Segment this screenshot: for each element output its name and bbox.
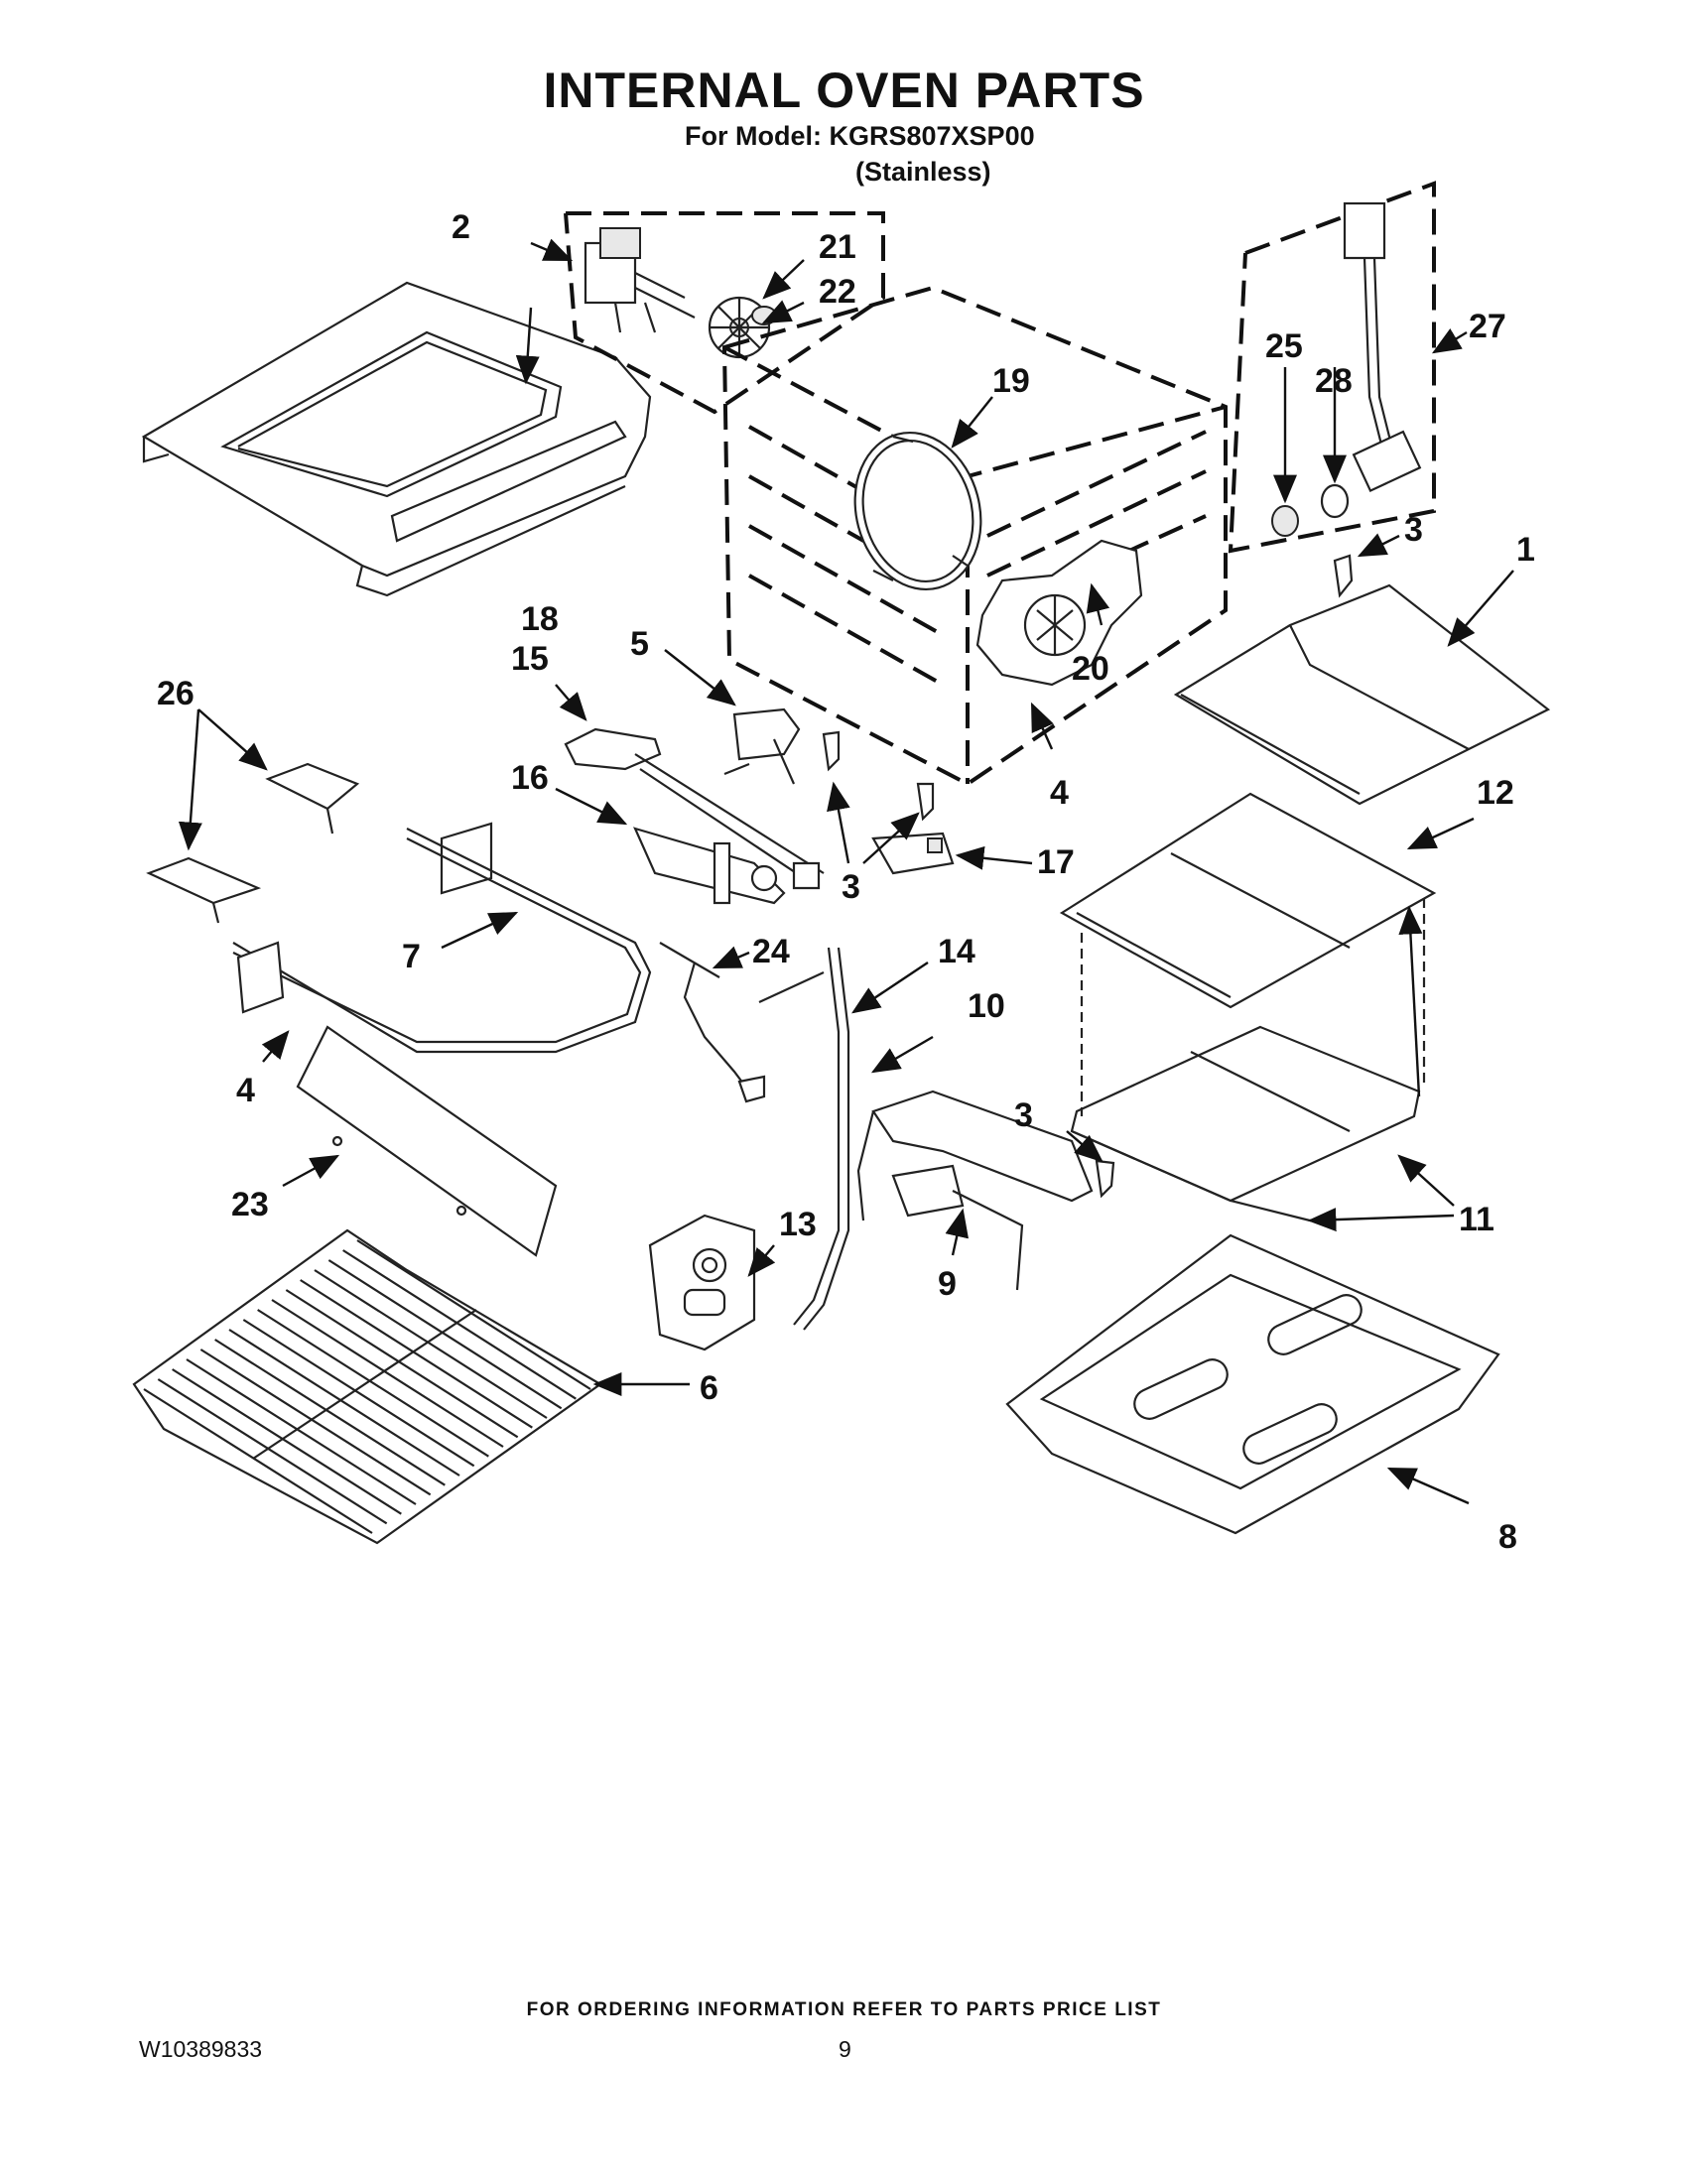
rack-wire bbox=[199, 1349, 432, 1496]
callout-18: 18 bbox=[521, 600, 559, 638]
rack-wire bbox=[356, 1239, 591, 1390]
callout-26: 22 bbox=[819, 273, 856, 311]
ordering-note: FOR ORDERING INFORMATION REFER TO PARTS … bbox=[526, 1999, 1162, 2020]
callout-11: 11 bbox=[1459, 1201, 1494, 1238]
part-21-igniter bbox=[659, 942, 766, 1103]
leader-arrows bbox=[178, 238, 1514, 1505]
part-23-clips bbox=[146, 762, 360, 924]
callout-3-c: 3 bbox=[1014, 1096, 1033, 1134]
callout-4-b: 4 bbox=[236, 1072, 255, 1109]
callout-8: 8 bbox=[1498, 1518, 1517, 1556]
callout-15: 15 bbox=[511, 640, 549, 678]
rack-wire bbox=[172, 1368, 402, 1515]
callout-12: 12 bbox=[1477, 774, 1514, 812]
callout-2: 2 bbox=[452, 208, 470, 246]
document-number: W10389833 bbox=[139, 2036, 263, 2062]
part-7-bake-element bbox=[232, 822, 652, 1054]
rack-wire bbox=[214, 1339, 446, 1486]
callout-3-a: 3 bbox=[1404, 511, 1423, 549]
part-16-broil-burner bbox=[633, 827, 786, 905]
rack-wire bbox=[314, 1269, 548, 1419]
callout-7: 7 bbox=[402, 938, 421, 975]
rack-wire bbox=[257, 1309, 489, 1458]
rack-wire bbox=[285, 1289, 519, 1439]
part-10-broil-burner bbox=[856, 1090, 1094, 1221]
callout-5: 5 bbox=[630, 625, 649, 663]
callout-17: 17 bbox=[1037, 843, 1075, 881]
callout-27: 27 bbox=[1469, 308, 1506, 345]
callout-labels: 2 21 22 19 27 25 28 3 1 18 15 5 20 26 16… bbox=[157, 208, 1535, 1556]
rack-wire bbox=[300, 1279, 533, 1429]
part-8-broiler-pan bbox=[1005, 1233, 1500, 1535]
page-title: INTERNAL OVEN PARTS bbox=[543, 63, 1145, 118]
finish-label: (Stainless) bbox=[855, 157, 991, 187]
callout-9: 9 bbox=[938, 1265, 957, 1303]
part-12-oven-bottom bbox=[1059, 792, 1437, 1009]
callout-28: 28 bbox=[1315, 362, 1353, 400]
callout-4-a: 4 bbox=[1050, 774, 1069, 812]
callout-6: 6 bbox=[700, 1369, 718, 1407]
callout-10: 10 bbox=[968, 987, 1005, 1025]
callout-20: 20 bbox=[1072, 650, 1109, 688]
rack-wire bbox=[327, 1259, 563, 1410]
part-19-convection-element bbox=[853, 431, 982, 591]
rack-wire bbox=[242, 1319, 475, 1468]
rack-crossbar bbox=[252, 1309, 477, 1460]
rack-wire bbox=[228, 1329, 460, 1477]
part-5-orifice-fitting bbox=[723, 707, 801, 785]
part-2-fan-motor-group bbox=[564, 211, 885, 415]
part-1-bottom-panel bbox=[1173, 583, 1551, 806]
part-9-burner-tube bbox=[891, 1164, 1024, 1291]
callout-3-b: 3 bbox=[842, 868, 860, 906]
callout-14: 14 bbox=[938, 933, 975, 970]
part-27-sensor-group bbox=[1228, 181, 1436, 554]
callout-19: 19 bbox=[992, 362, 1030, 400]
part-20-fan-baffle bbox=[975, 539, 1143, 687]
callout-16: 16 bbox=[511, 759, 549, 797]
callout-21: 24 bbox=[752, 933, 790, 970]
callout-24: 23 bbox=[231, 1186, 269, 1223]
part-11-bracket bbox=[1070, 898, 1426, 1222]
part-14-gas-tube bbox=[758, 947, 850, 1331]
page-number: 9 bbox=[839, 2036, 851, 2062]
model-line: For Model: KGRS807XSP00 bbox=[685, 121, 1035, 151]
part-6-oven-rack bbox=[132, 1228, 603, 1545]
rack-wire bbox=[271, 1299, 504, 1448]
callout-22: 25 bbox=[1265, 327, 1303, 365]
rack-wire bbox=[186, 1358, 417, 1505]
part-17-small-bracket bbox=[871, 832, 955, 875]
rack-wire bbox=[143, 1388, 373, 1534]
rack-wire bbox=[157, 1378, 388, 1525]
part-3-screws bbox=[822, 554, 1354, 1199]
rack-wire bbox=[342, 1249, 577, 1400]
callout-13: 13 bbox=[779, 1206, 817, 1243]
callout-23: 26 bbox=[157, 675, 195, 712]
callout-1: 1 bbox=[1516, 531, 1535, 569]
part-13-gas-valve bbox=[648, 1214, 756, 1351]
callout-25: 21 bbox=[819, 228, 856, 266]
part-24-deflector bbox=[296, 1025, 558, 1257]
part-15-bake-burner-assembly bbox=[564, 727, 825, 890]
